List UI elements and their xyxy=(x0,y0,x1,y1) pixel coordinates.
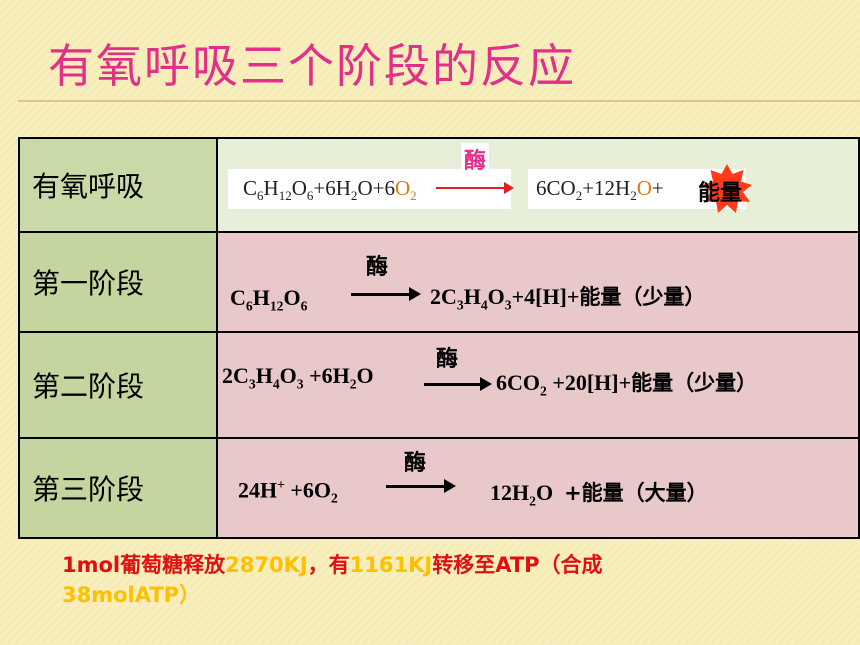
overall-energy: 能量 xyxy=(698,181,743,206)
stage1-products: 2C3H4O3+4[H]+能量（少量） xyxy=(430,284,706,313)
stage3-reactants: 24H+ +6O2 xyxy=(238,477,338,506)
overall-equation-cell: C6H12O6+6H2O+6O2 酶 6CO2+12H2O+ 能量 xyxy=(216,137,860,233)
table-row: 有氧呼吸 C6H12O6+6H2O+6O2 酶 6CO2+12H2O+ 能量 xyxy=(18,137,860,233)
reaction-table: 有氧呼吸 C6H12O6+6H2O+6O2 酶 6CO2+12H2O+ 能量 第… xyxy=(18,137,860,539)
overall-products: 6CO2+12H2O+ xyxy=(536,176,664,204)
stage2-equation-cell: 酶 2C3H4O3 +6H2O 6CO2 +20[H]+能量（少量） xyxy=(216,331,860,439)
stage3-equation-cell: 酶 24H+ +6O2 12H2O +能量（大量） xyxy=(216,437,860,539)
stage1-equation-cell: 酶 C6H12O6 2C3H4O3+4[H]+能量（少量） xyxy=(216,231,860,333)
stage3-products: 12H2O +能量（大量） xyxy=(490,480,708,509)
stage2-enzyme-label: 酶 xyxy=(436,347,459,372)
stage1-reactant: C6H12O6 xyxy=(230,285,308,314)
row-label-stage1: 第一阶段 xyxy=(18,231,218,333)
title-divider xyxy=(18,100,860,102)
table-row: 第二阶段 酶 2C3H4O3 +6H2O 6CO2 +20[H]+能量（少量） xyxy=(18,331,860,439)
overall-reactants-box: C6H12O6+6H2O+6O2 xyxy=(228,169,511,209)
row-label-stage2: 第二阶段 xyxy=(18,331,218,439)
overall-enzyme-label: 酶 xyxy=(461,143,490,175)
overall-arrow xyxy=(436,182,514,194)
row-label-overall: 有氧呼吸 xyxy=(18,137,218,233)
row-label-stage3: 第三阶段 xyxy=(18,437,218,539)
stage3-enzyme-label: 酶 xyxy=(404,451,427,476)
stage2-reactants: 2C3H4O3 +6H2O xyxy=(222,363,374,392)
stage1-arrow xyxy=(351,287,421,301)
table-row: 第一阶段 酶 C6H12O6 2C3H4O3+4[H]+能量（少量） xyxy=(18,231,860,333)
table-row: 第三阶段 酶 24H+ +6O2 12H2O +能量（大量） xyxy=(18,437,860,539)
stage2-arrow xyxy=(424,377,492,391)
slide-title: 有氧呼吸三个阶段的反应 xyxy=(48,39,576,93)
energy-summary-note: 1mol葡萄糖释放2870KJ，有1161KJ转移至ATP（合成 38molAT… xyxy=(62,553,603,607)
stage1-enzyme-label: 酶 xyxy=(366,255,389,280)
overall-reactants: C6H12O6+6H2O+6O2 xyxy=(243,176,417,204)
stage3-arrow xyxy=(386,479,456,493)
stage2-products: 6CO2 +20[H]+能量（少量） xyxy=(496,370,758,399)
